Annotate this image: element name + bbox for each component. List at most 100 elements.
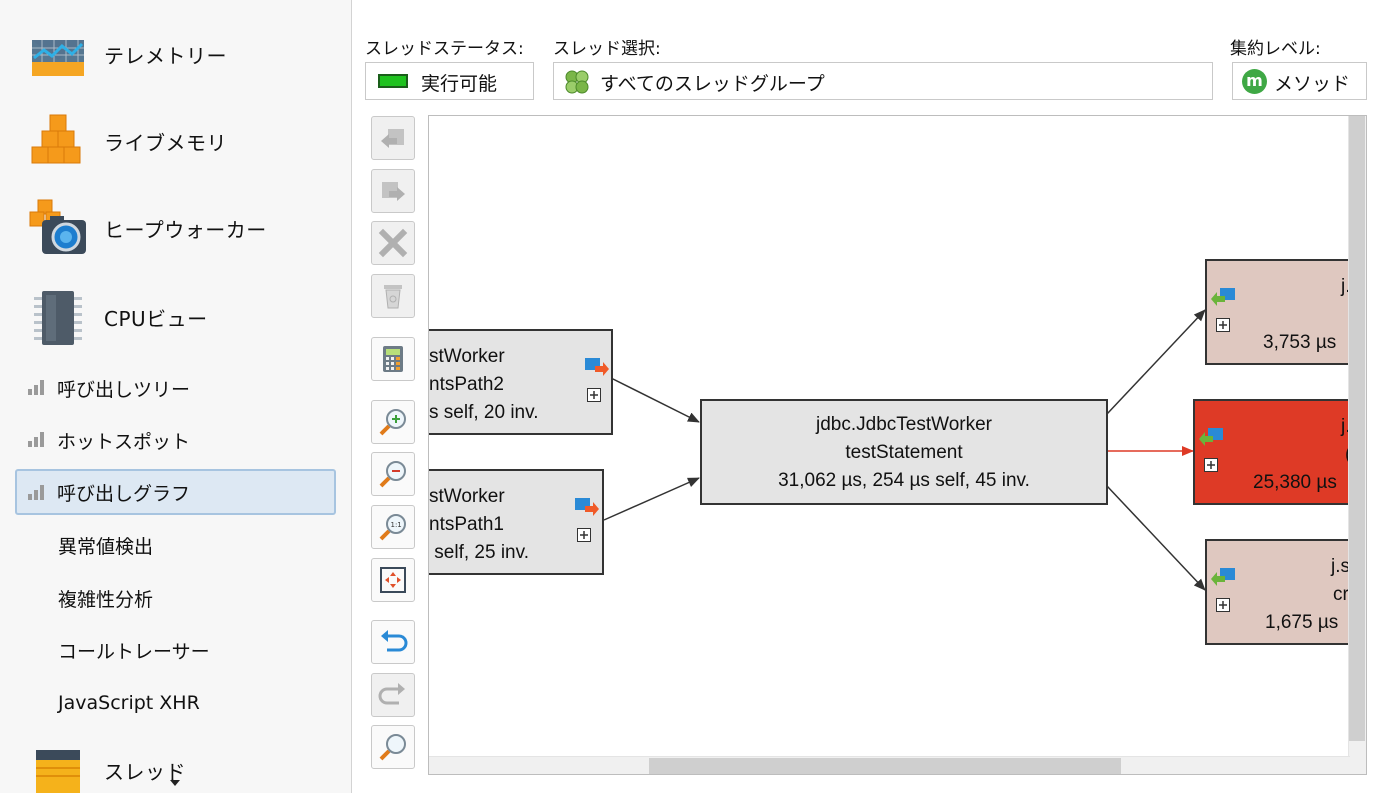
sidebar-item-complexity-analysis[interactable]: 複雑性分析 — [15, 576, 336, 620]
thread-status-label: スレッドステータス: — [365, 39, 524, 59]
sidebar-item-outlier-detection[interactable]: 異常値検出 — [15, 523, 336, 567]
remove-button[interactable] — [371, 221, 415, 265]
zoom-100-button[interactable]: 1:1 — [371, 505, 415, 549]
zoom-actual-size-icon: 1:1 — [379, 514, 406, 541]
horizontal-scrollbar[interactable] — [429, 756, 1350, 774]
aggregation-level-dropdown[interactable]: m メソッド — [1232, 62, 1367, 100]
forward-button[interactable] — [371, 169, 415, 213]
sidebar-item-heap-walker[interactable]: ヒープウォーカー — [0, 188, 351, 268]
focused-method-node[interactable]: jdbc.JdbcTestWorker testStatement 31,062… — [700, 399, 1108, 505]
expand-icon[interactable] — [1216, 318, 1230, 332]
find-button[interactable] — [371, 725, 415, 769]
bar-chart-icon — [28, 485, 44, 500]
clear-button[interactable] — [371, 274, 415, 318]
sidebar-item-threads[interactable]: スレッド — [0, 740, 351, 793]
node-timing: 3,753 µs — [1263, 332, 1337, 353]
sidebar-item-telemetry[interactable]: テレメトリー — [0, 14, 351, 94]
method-icon: m — [1242, 69, 1267, 94]
incoming-calls-icon — [1211, 568, 1235, 586]
thread-selection-value: すべてのスレッドグループ — [600, 73, 825, 95]
callee-node-2[interactable]: j. ( 25,380 µs — [1193, 399, 1365, 505]
sidebar-item-javascript-xhr[interactable]: JavaScript XHR — [15, 681, 336, 725]
back-icon — [381, 129, 404, 148]
sidebar-item-call-graph[interactable]: 呼び出しグラフ — [15, 469, 336, 515]
zoom-in-icon — [379, 409, 406, 436]
node-class: j. — [1341, 416, 1351, 437]
fit-to-window-icon — [380, 567, 406, 593]
fit-button[interactable] — [371, 558, 415, 602]
outgoing-calls-icon — [585, 358, 609, 376]
threads-icon — [36, 750, 80, 793]
callee-node-1[interactable]: j. 3,753 µs — [1205, 259, 1365, 365]
sidebar-item-label: コールトレーサー — [58, 640, 210, 663]
aggregation-level-value: メソッド — [1274, 73, 1351, 95]
zoom-out-icon — [379, 461, 406, 488]
expand-icon[interactable] — [587, 388, 601, 402]
node-method: ntsPath1 — [429, 514, 504, 535]
aggregation-level-label: 集約レベル: — [1230, 39, 1321, 59]
sidebar-item-cpu-views[interactable]: CPUビュー — [0, 277, 351, 357]
sidebar-item-label: 呼び出しグラフ — [57, 482, 191, 505]
node-method: cr — [1333, 584, 1349, 605]
node-method: ( — [1253, 441, 1351, 469]
sidebar-item-label: テレメトリー — [104, 43, 227, 68]
thread-selection-label: スレッド選択: — [553, 39, 661, 59]
sidebar-item-label: CPUビュー — [104, 306, 208, 331]
trash-icon — [384, 285, 402, 309]
bar-chart-icon — [28, 380, 44, 395]
call-graph-canvas[interactable]: stWorker ntsPath2 s self, 20 inv. stWork… — [428, 115, 1367, 775]
sidebar-item-hot-spots[interactable]: ホットスポット — [15, 418, 336, 462]
scroll-down-arrow-icon[interactable] — [170, 780, 180, 786]
undo-icon — [381, 630, 408, 652]
calculator-button[interactable] — [371, 337, 415, 381]
sidebar-item-call-tracer[interactable]: コールトレーサー — [15, 628, 336, 672]
caller-node-1[interactable]: stWorker ntsPath2 s self, 20 inv. — [429, 329, 613, 435]
zoom-out-button[interactable] — [371, 452, 415, 496]
svg-text:1:1: 1:1 — [391, 521, 402, 529]
redo-button[interactable] — [371, 673, 415, 717]
live-memory-icon — [31, 114, 81, 164]
edge-caller1-center — [610, 377, 700, 423]
forward-icon — [382, 182, 405, 201]
vertical-scrollbar-thumb[interactable] — [1349, 116, 1365, 741]
thread-group-icon — [565, 70, 589, 94]
thread-status-value: 実行可能 — [421, 73, 498, 95]
node-timing: s self, 20 inv. — [429, 402, 539, 423]
back-button[interactable] — [371, 116, 415, 160]
node-method — [1263, 301, 1351, 329]
incoming-calls-icon — [1211, 288, 1235, 306]
sidebar-item-label: ホットスポット — [57, 430, 191, 453]
sidebar-item-call-tree[interactable]: 呼び出しツリー — [15, 366, 336, 410]
redo-icon — [378, 683, 405, 705]
zoom-in-button[interactable] — [371, 400, 415, 444]
call-graph-edges — [603, 309, 1206, 591]
delete-icon — [378, 228, 408, 258]
thread-status-dropdown[interactable]: 実行可能 — [365, 62, 534, 100]
edge-caller2-center — [603, 477, 700, 521]
caller-node-2[interactable]: stWorker ntsPath1 self, 25 inv. — [429, 469, 604, 575]
node-class: jdbc.JdbcTestWorker — [816, 414, 992, 435]
heap-walker-icon — [29, 199, 86, 254]
sidebar-item-label: 異常値検出 — [58, 535, 154, 558]
runnable-status-icon — [378, 74, 408, 88]
expand-icon[interactable] — [577, 528, 591, 542]
calculator-icon — [383, 346, 403, 372]
edge-center-callee3 — [1106, 485, 1206, 591]
expand-icon[interactable] — [1204, 458, 1218, 472]
thread-selection-dropdown[interactable]: すべてのスレッドグループ — [553, 62, 1213, 100]
outgoing-calls-icon — [575, 498, 599, 516]
node-class: stWorker — [429, 346, 505, 367]
sidebar-item-live-memory[interactable]: ライブメモリ — [0, 101, 351, 181]
node-timing: self, 25 inv. — [429, 542, 529, 563]
sidebar-item-label: ライブメモリ — [104, 130, 227, 155]
expand-icon[interactable] — [1216, 598, 1230, 612]
undo-button[interactable] — [371, 620, 415, 664]
vertical-scrollbar[interactable] — [1348, 116, 1366, 774]
search-icon — [379, 734, 406, 761]
horizontal-scrollbar-thumb[interactable] — [649, 758, 1121, 774]
callee-node-3[interactable]: j.s cr 1,675 µs — [1205, 539, 1365, 645]
telemetry-icon — [32, 40, 84, 76]
node-timing: 25,380 µs — [1253, 472, 1337, 493]
sidebar-item-label: ヒープウォーカー — [104, 217, 267, 242]
sidebar-item-label: JavaScript XHR — [58, 692, 200, 714]
